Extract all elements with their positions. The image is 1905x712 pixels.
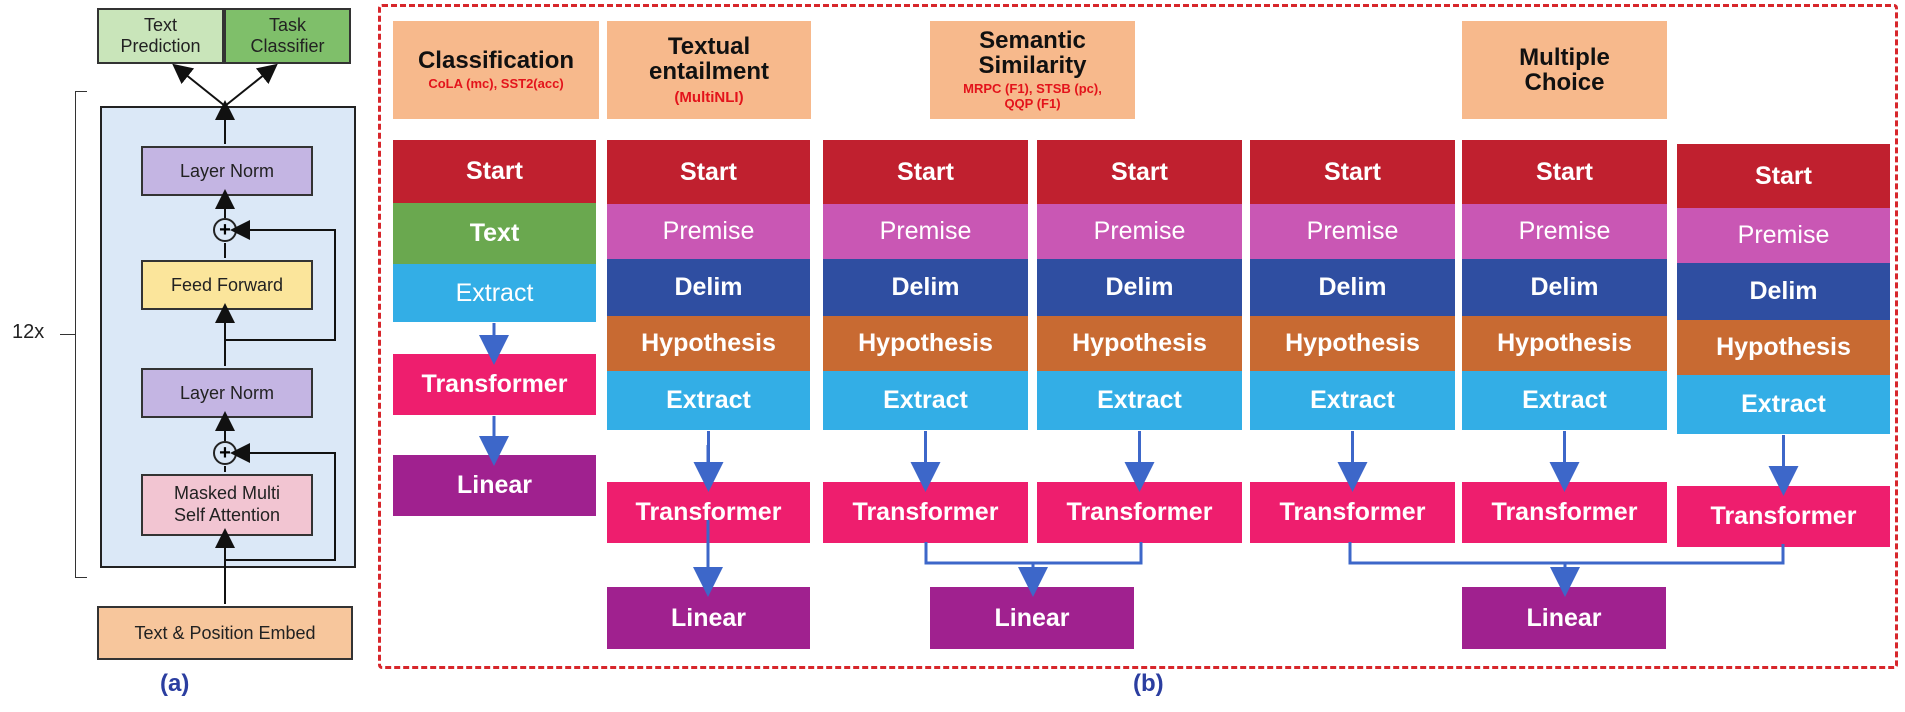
- col5-premise: Premise: [1250, 204, 1455, 259]
- col3-hypothesis: Hypothesis: [823, 316, 1028, 371]
- repeat-bracket: [75, 91, 87, 578]
- col1-text: Text: [393, 203, 596, 264]
- col6-transformer: Transformer: [1462, 482, 1667, 543]
- task-entailment: Textual entailment (MultiNLI): [607, 21, 811, 119]
- col4-extract: Extract: [1037, 371, 1242, 430]
- col7-premise: Premise: [1677, 208, 1890, 263]
- col1-transformer: Transformer: [393, 354, 596, 415]
- col6-extract: Extract: [1462, 371, 1667, 430]
- col4-delim: Delim: [1037, 259, 1242, 316]
- col3-delim: Delim: [823, 259, 1028, 316]
- col6-premise: Premise: [1462, 204, 1667, 259]
- task-classification-metric: CoLA (mc), SST2(acc): [428, 76, 564, 92]
- task-similarity-metric: MRPC (F1), STSB (pc), QQP (F1): [963, 81, 1102, 112]
- col4-hypothesis: Hypothesis: [1037, 316, 1242, 371]
- col5-hypothesis: Hypothesis: [1250, 316, 1455, 371]
- col3-start: Start: [823, 140, 1028, 204]
- task-entailment-metric: (MultiNLI): [674, 88, 744, 106]
- col5-transformer: Transformer: [1250, 482, 1455, 543]
- col7-hypothesis: Hypothesis: [1677, 320, 1890, 375]
- col6-delim: Delim: [1462, 259, 1667, 316]
- task-multiple-choice: Multiple Choice: [1462, 21, 1667, 119]
- task-classification-title: Classification: [417, 46, 575, 74]
- col6-start: Start: [1462, 140, 1667, 204]
- task-multiple-title: Multiple Choice: [1519, 43, 1610, 96]
- col2-start: Start: [607, 140, 810, 204]
- layer-norm-bottom: Layer Norm: [141, 368, 313, 418]
- col2-extract: Extract: [607, 371, 810, 430]
- panel-a-label: (a): [160, 670, 190, 697]
- col5-delim: Delim: [1250, 259, 1455, 316]
- col5-start: Start: [1250, 140, 1455, 204]
- col1-start: Start: [393, 140, 596, 203]
- similarity-linear: Linear: [930, 587, 1134, 649]
- col3-extract: Extract: [823, 371, 1028, 430]
- col7-delim: Delim: [1677, 263, 1890, 320]
- task-classification: Classification CoLA (mc), SST2(acc): [393, 21, 599, 119]
- masked-attention-box: Masked Multi Self Attention: [141, 474, 313, 536]
- col3-transformer: Transformer: [823, 482, 1028, 543]
- col7-transformer: Transformer: [1677, 486, 1890, 547]
- col7-start: Start: [1677, 144, 1890, 208]
- col4-premise: Premise: [1037, 204, 1242, 259]
- col6-hypothesis: Hypothesis: [1462, 316, 1667, 371]
- panel-b-frame: [378, 4, 1898, 669]
- col1-extract: Extract: [393, 264, 596, 322]
- text-prediction-box: Text Prediction: [97, 8, 224, 64]
- col3-premise: Premise: [823, 204, 1028, 259]
- task-classifier-box: Task Classifier: [224, 8, 351, 64]
- multiple-linear: Linear: [1462, 587, 1666, 649]
- text-position-embed-box: Text & Position Embed: [97, 606, 353, 660]
- entailment-linear: Linear: [607, 587, 810, 649]
- col7-extract: Extract: [1677, 375, 1890, 434]
- repeat-label: 12x: [12, 321, 45, 343]
- col2-delim: Delim: [607, 259, 810, 316]
- panel-b-label: (b): [1133, 670, 1164, 697]
- task-entailment-title: Textual entailment: [648, 33, 770, 86]
- repeat-tick: [60, 334, 75, 335]
- col5-extract: Extract: [1250, 371, 1455, 430]
- task-similarity: Semantic Similarity MRPC (F1), STSB (pc)…: [930, 21, 1135, 119]
- task-similarity-title: Semantic Similarity: [978, 26, 1087, 80]
- col4-transformer: Transformer: [1037, 482, 1242, 543]
- col2-premise: Premise: [607, 204, 810, 259]
- col2-hypothesis: Hypothesis: [607, 316, 810, 371]
- col4-start: Start: [1037, 140, 1242, 204]
